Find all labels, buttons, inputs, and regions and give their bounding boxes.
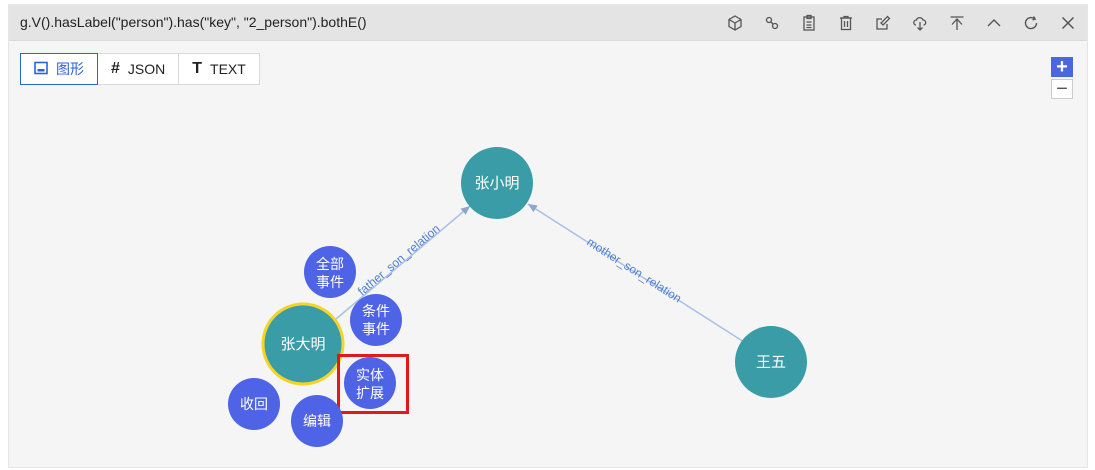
- download-icon[interactable]: [908, 11, 932, 35]
- node-label: 王五: [756, 354, 786, 371]
- tab-graph[interactable]: 图形: [20, 53, 98, 85]
- query-result-panel: g.V().hasLabel("person").has("key", "2_p…: [8, 4, 1088, 468]
- tab-text-label: TEXT: [210, 61, 246, 77]
- pin-top-icon[interactable]: [945, 11, 969, 35]
- edit-icon[interactable]: [871, 11, 895, 35]
- edge-label-mother-son: mother_son_relation: [584, 235, 684, 306]
- node-label: 张小明: [474, 175, 519, 192]
- chevron-up-icon[interactable]: [982, 11, 1006, 35]
- menu-label: 编辑: [303, 413, 331, 429]
- menu-all-events-button[interactable]: 全部 事件: [304, 246, 356, 298]
- image-icon: [34, 61, 48, 78]
- node-label: 张大明: [280, 336, 325, 353]
- panel-titlebar: g.V().hasLabel("person").has("key", "2_p…: [9, 5, 1087, 41]
- edge-father-son[interactable]: [335, 205, 471, 320]
- edge-label-father-son: father_son_relation: [355, 222, 443, 299]
- tab-text[interactable]: T TEXT: [179, 54, 259, 84]
- edge-mother-son[interactable]: [527, 203, 745, 343]
- zoom-in-button[interactable]: +: [1051, 57, 1073, 77]
- menu-entity-expand-button[interactable]: 实体 扩展: [337, 354, 409, 414]
- tab-graph-label: 图形: [56, 61, 84, 77]
- menu-edit-button[interactable]: 编辑: [291, 395, 343, 447]
- menu-collapse-button[interactable]: 收回: [228, 378, 280, 430]
- menu-label: 实体: [356, 367, 384, 383]
- node-zhangxiaoming[interactable]: 张小明: [461, 147, 533, 219]
- node-zhangdaming[interactable]: 张大明: [261, 302, 345, 386]
- menu-label: 事件: [316, 274, 344, 290]
- clipboard-icon[interactable]: [797, 11, 821, 35]
- close-icon[interactable]: [1056, 11, 1080, 35]
- node-wangwu[interactable]: 王五: [735, 326, 807, 398]
- query-text: g.V().hasLabel("person").has("key", "2_p…: [20, 14, 367, 30]
- tab-json-label: JSON: [127, 61, 166, 77]
- menu-label: 事件: [362, 321, 390, 337]
- menu-label: 全部: [316, 256, 344, 272]
- zoom-out-button[interactable]: −: [1051, 79, 1073, 99]
- menu-label: 收回: [240, 396, 268, 412]
- cube-icon[interactable]: [723, 11, 747, 35]
- menu-label: 扩展: [356, 385, 384, 401]
- view-tabs: 图形 # JSON T TEXT: [20, 53, 260, 85]
- link-icon[interactable]: [760, 11, 784, 35]
- hash-icon: #: [111, 60, 120, 77]
- refresh-icon[interactable]: [1019, 11, 1043, 35]
- trash-icon[interactable]: [834, 11, 858, 35]
- tab-json[interactable]: # JSON: [98, 54, 180, 84]
- text-icon: T: [192, 60, 203, 77]
- highlight-box: [337, 354, 409, 414]
- menu-condition-events-button[interactable]: 条件 事件: [350, 294, 402, 346]
- menu-label: 条件: [362, 303, 390, 319]
